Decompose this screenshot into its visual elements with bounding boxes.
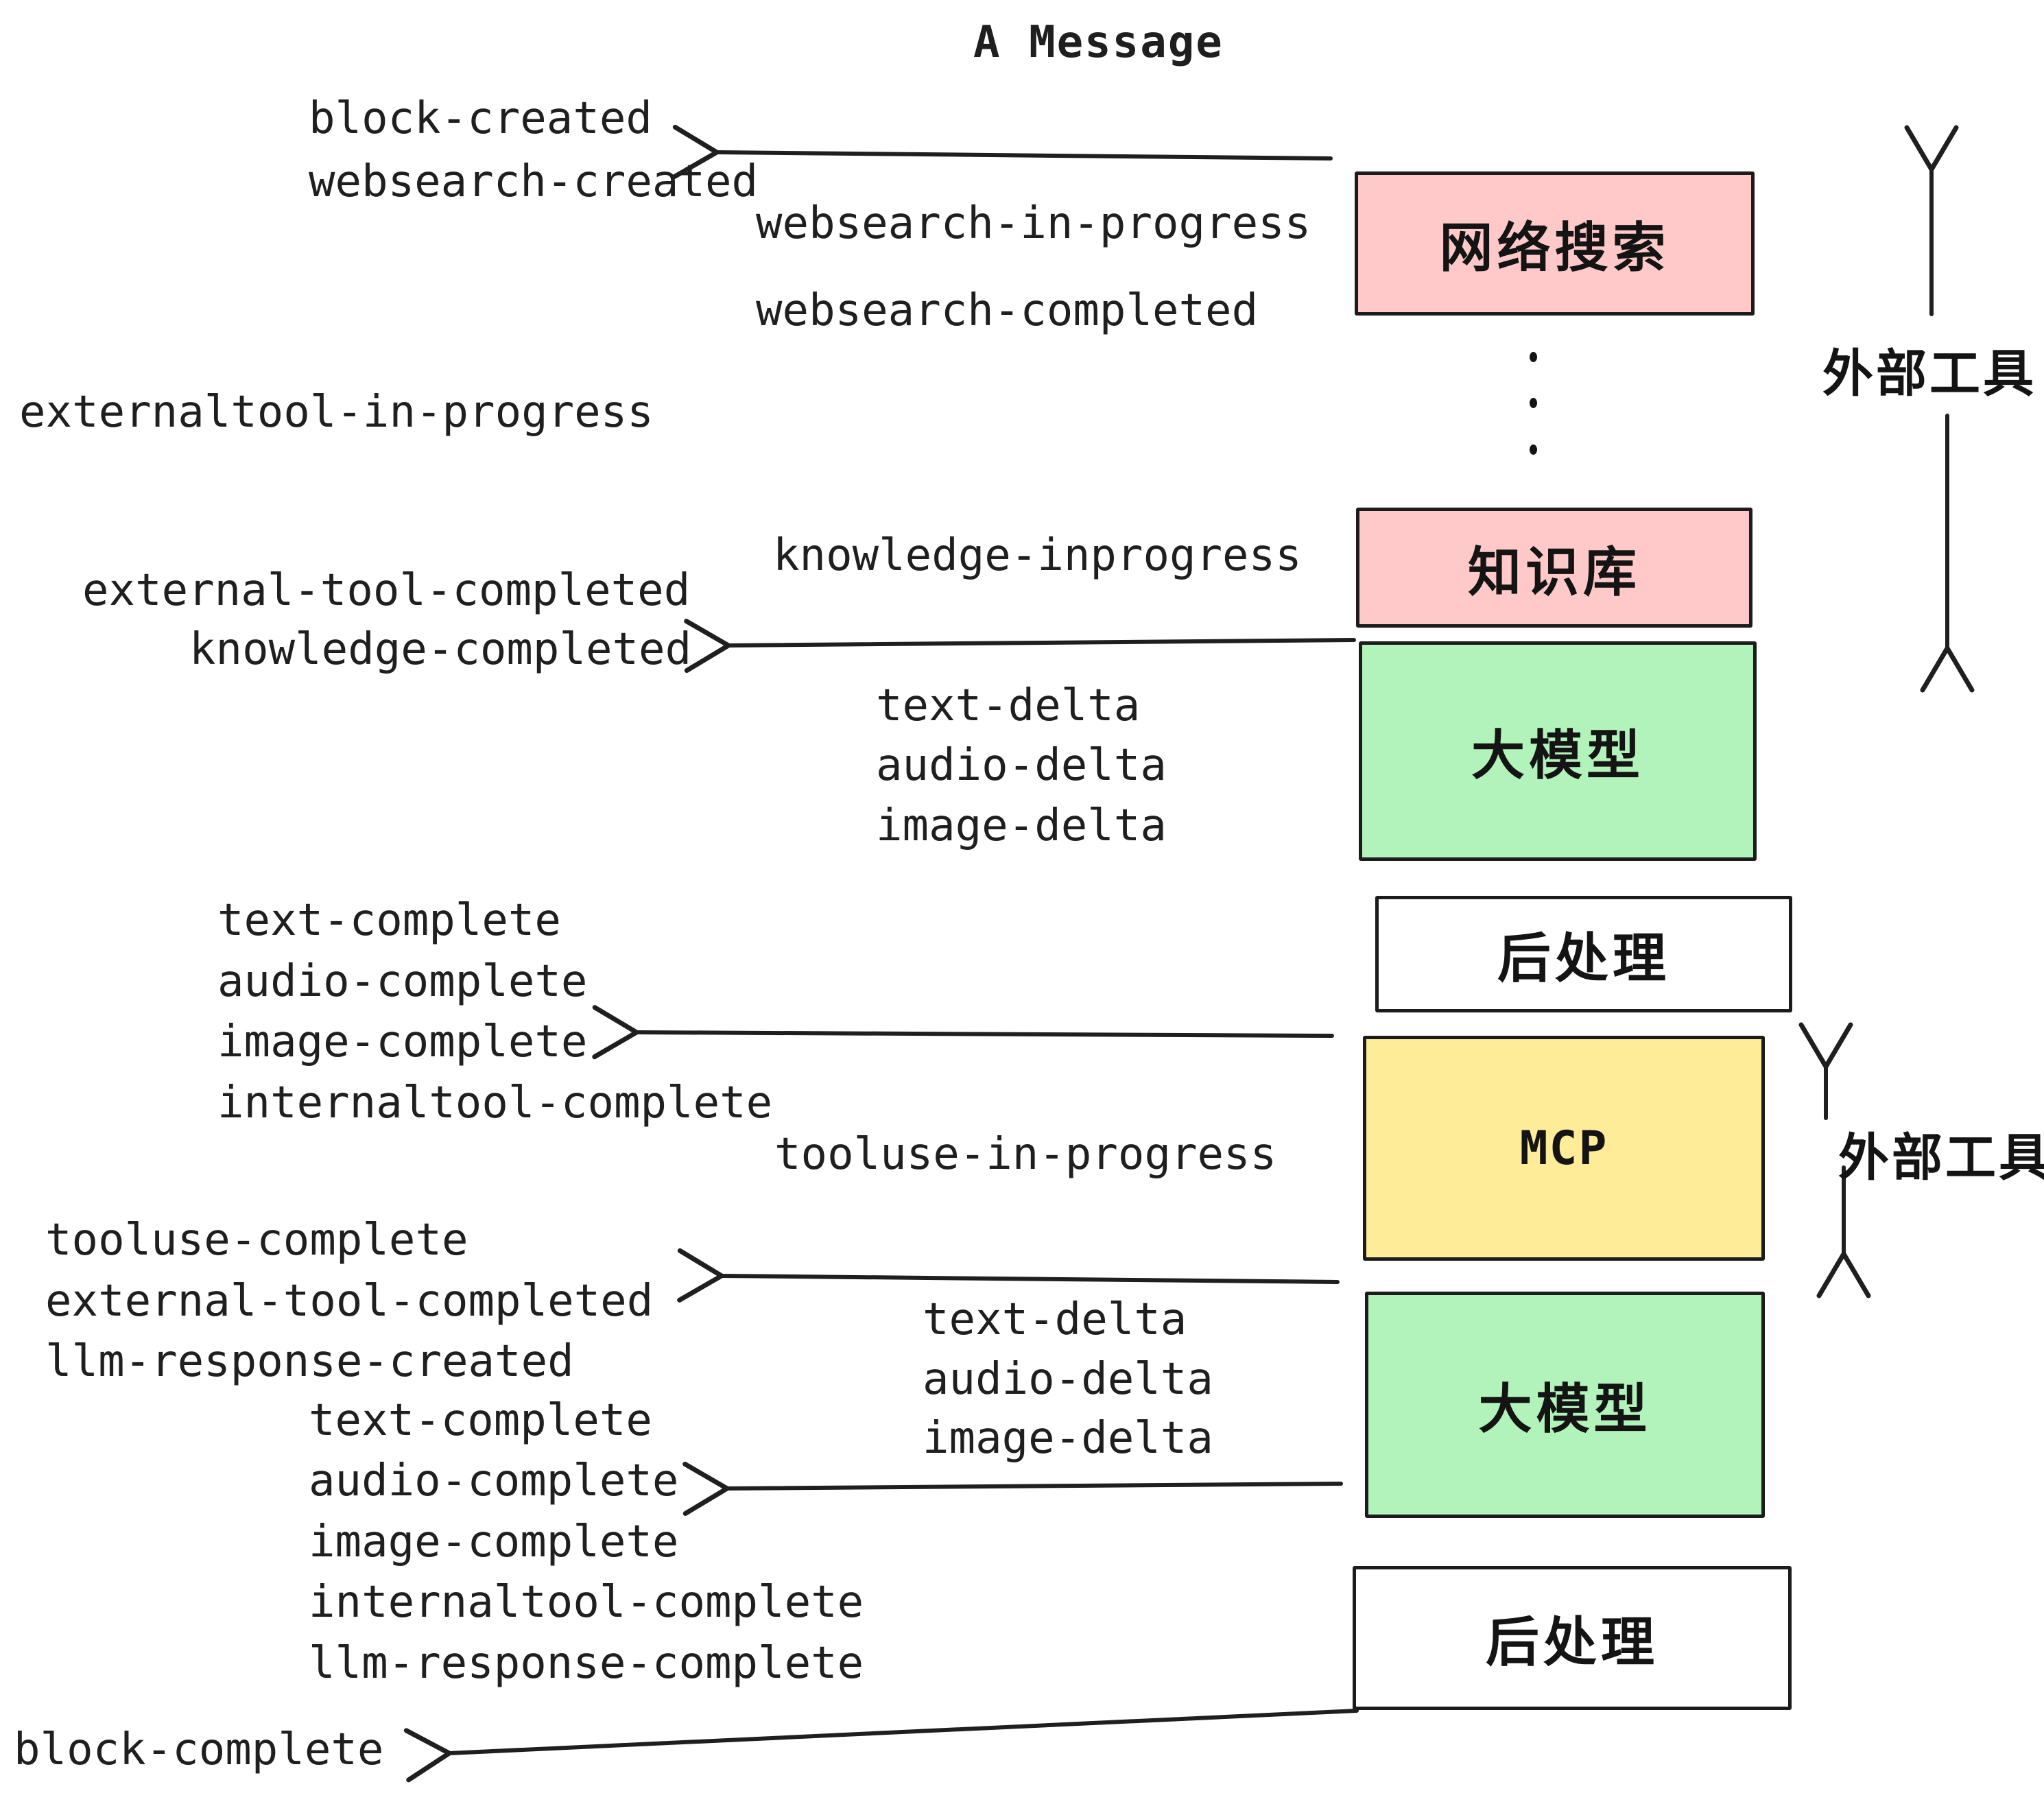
arrow-to-block-created bbox=[672, 124, 1333, 179]
event-label-block-complete: block-complete bbox=[14, 1724, 384, 1775]
event-label-block-created: block-created bbox=[309, 93, 652, 144]
node-label-websearch: 网络搜索 bbox=[1439, 217, 1670, 278]
node-label-mcp: MCP bbox=[1519, 1121, 1608, 1176]
event-label-websearch-created: websearch-created bbox=[309, 156, 759, 207]
event-label-tooluse-in-progress: tooluse-in-progress bbox=[774, 1129, 1277, 1180]
ellipsis-dot bbox=[1530, 352, 1537, 362]
event-label-audio-delta: audio-delta bbox=[923, 1354, 1213, 1405]
node-label-llm-2: 大模型 bbox=[1478, 1379, 1652, 1439]
node-websearch: 网络搜索 bbox=[1355, 171, 1755, 316]
external-tools-top-label: 外部工具 bbox=[1822, 345, 2036, 402]
ellipsis-dot bbox=[1530, 398, 1537, 408]
event-label-websearch-completed: websearch-completed bbox=[756, 285, 1259, 336]
diagram-title: A Message bbox=[973, 17, 1224, 68]
event-label-audio-complete: audio-complete bbox=[217, 956, 588, 1007]
node-llm-2: 大模型 bbox=[1365, 1292, 1765, 1518]
node-mcp: MCP bbox=[1363, 1036, 1765, 1261]
node-label-knowledge: 知识库 bbox=[1467, 541, 1641, 602]
arrow-to-block-complete bbox=[403, 1709, 1359, 1783]
external-tools-bottom-label: 外部工具 bbox=[1838, 1129, 2044, 1186]
event-label-text-delta: text-delta bbox=[876, 680, 1141, 731]
event-label-image-complete: image-complete bbox=[309, 1517, 679, 1567]
event-label-externaltool-in-progress: externaltool-in-progress bbox=[19, 387, 654, 438]
event-label-internaltool-complete: internaltool-complete bbox=[309, 1577, 864, 1628]
event-label-tooluse-complete: tooluse-complete bbox=[45, 1215, 468, 1266]
event-label-image-delta: image-delta bbox=[923, 1413, 1213, 1464]
event-label-knowledge-inprogress: knowledge-inprogress bbox=[773, 530, 1302, 581]
ellipsis-dot bbox=[1530, 444, 1537, 455]
node-knowledge: 知识库 bbox=[1356, 508, 1752, 628]
event-label-knowledge-completed: knowledge-completed bbox=[189, 624, 692, 675]
arrow-to-external-tool-completed bbox=[677, 1248, 1340, 1303]
node-post-2: 后处理 bbox=[1353, 1566, 1792, 1710]
event-label-text-delta: text-delta bbox=[923, 1294, 1187, 1345]
event-label-audio-delta: audio-delta bbox=[876, 740, 1167, 791]
event-label-image-complete: image-complete bbox=[217, 1017, 588, 1067]
node-label-llm-1: 大模型 bbox=[1471, 725, 1644, 785]
event-label-external-tool-completed: external-tool-completed bbox=[45, 1276, 654, 1327]
arrow-to-knowledge-completed bbox=[684, 619, 1356, 674]
event-label-text-complete: text-complete bbox=[309, 1395, 652, 1446]
event-label-internaltool-complete: internaltool-complete bbox=[217, 1078, 773, 1128]
event-label-llm-response-created: llm-response-created bbox=[45, 1336, 574, 1387]
node-post-1: 后处理 bbox=[1375, 896, 1792, 1012]
node-label-post-2: 后处理 bbox=[1485, 1612, 1659, 1672]
event-label-websearch-in-progress: websearch-in-progress bbox=[756, 198, 1311, 249]
event-label-external-tool-completed: external-tool-completed bbox=[82, 565, 691, 616]
arrow-to-image-complete bbox=[592, 1005, 1334, 1060]
node-label-post-1: 后处理 bbox=[1497, 928, 1670, 988]
event-label-image-delta: image-delta bbox=[876, 800, 1167, 851]
event-label-audio-complete: audio-complete bbox=[309, 1456, 679, 1506]
arrow-to-audio-complete bbox=[682, 1461, 1343, 1516]
node-llm-1: 大模型 bbox=[1359, 641, 1757, 861]
event-label-text-complete: text-complete bbox=[217, 895, 561, 946]
event-label-llm-response-complete: llm-response-complete bbox=[309, 1638, 864, 1689]
